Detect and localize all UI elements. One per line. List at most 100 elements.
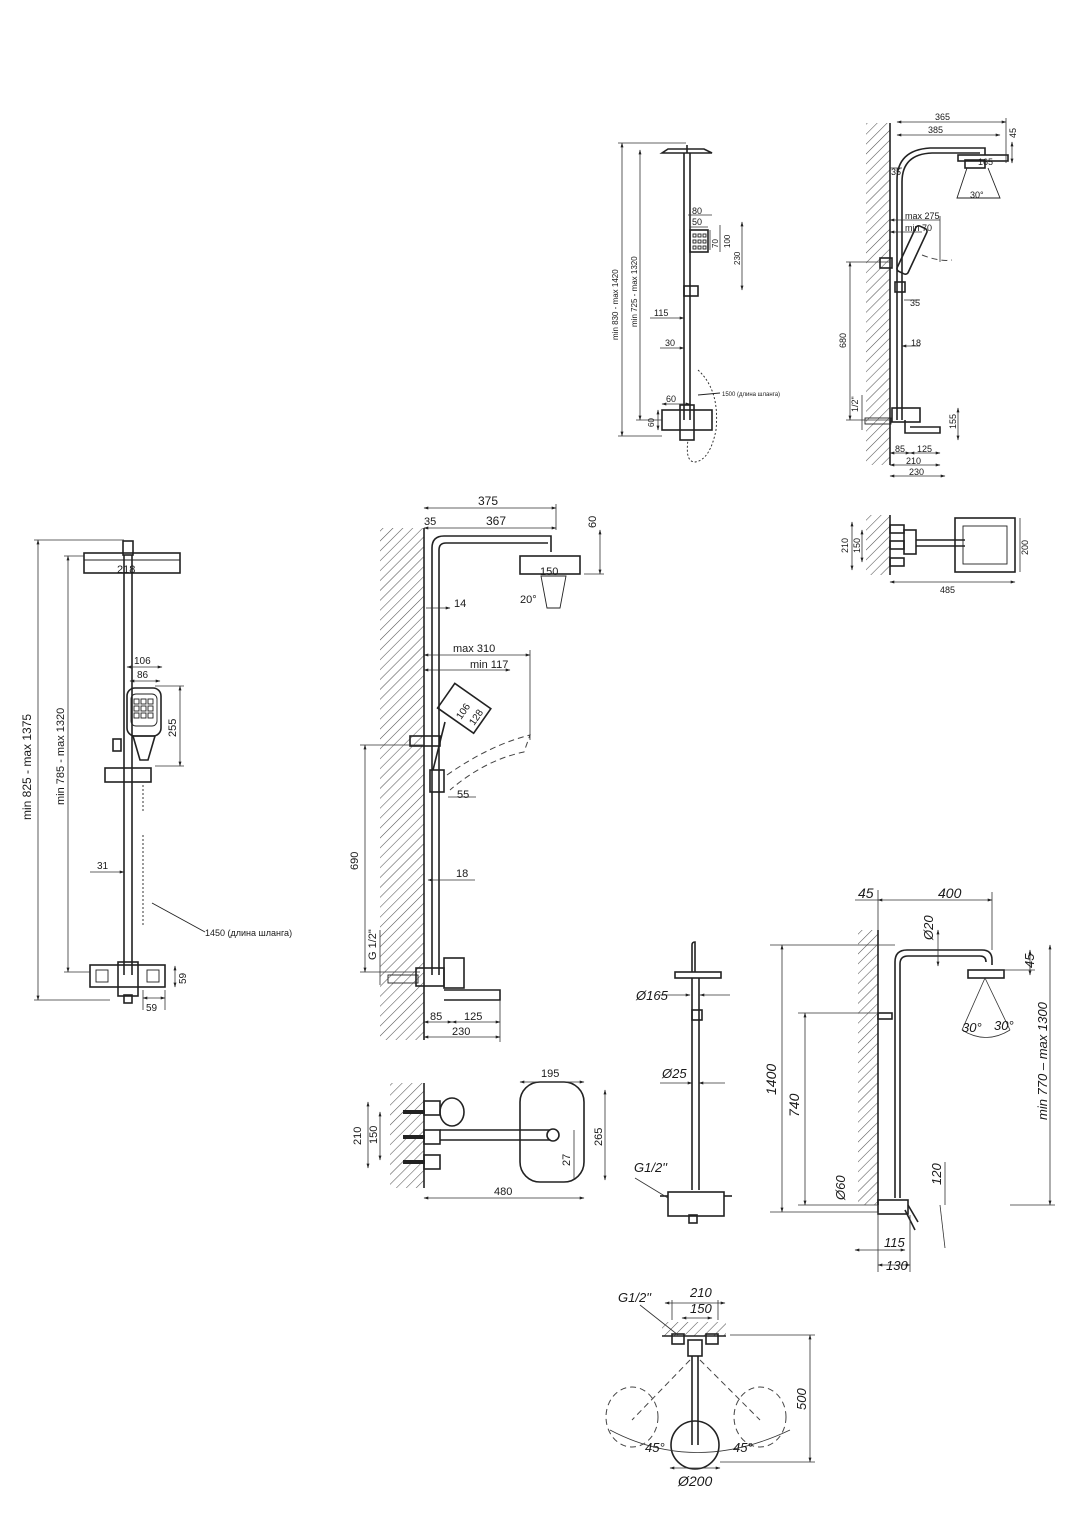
d8-d-20: Ø20 <box>921 915 936 941</box>
drawing-side-view-8: 45 400 Ø20 45 1400 740 min 770 – max 130… <box>763 885 1055 1273</box>
drawing-top-view-9: G1/2'' 210 150 500 45° 45° Ø200 <box>605 1285 815 1489</box>
drawing-side-view-5: 365 385 45 165 35 30° max 275 min 70 35 … <box>838 112 1018 478</box>
d3-h-265: 265 <box>593 1128 605 1146</box>
d2-top-35: 35 <box>424 516 436 528</box>
d4-h-100: 100 <box>723 234 732 248</box>
d9-a1: 45° <box>645 1440 665 1455</box>
d4-overall: min 830 - max 1420 <box>611 269 620 340</box>
d2-h-690: 690 <box>349 852 361 870</box>
d5-max-275: max 275 <box>905 211 940 221</box>
shower-head-top <box>670 1420 720 1470</box>
d6-sq-200: 200 <box>1020 540 1030 555</box>
d3-h-27: 27 <box>561 1154 573 1166</box>
d4-w-60: 60 <box>666 394 676 404</box>
d4-w-80: 80 <box>692 206 702 216</box>
drawing-front-view-1: min 825 - max 1375 min 785 - max 1320 21… <box>20 539 292 1014</box>
d8-h-1400: 1400 <box>763 1064 779 1095</box>
d3-h-210: 210 <box>352 1127 364 1145</box>
d2-pipe: 14 <box>454 598 466 610</box>
hand-shower <box>689 229 709 253</box>
drawing-top-view-6: 210 150 200 485 <box>840 515 1030 595</box>
d8-w-130: 130 <box>886 1258 908 1273</box>
d4-w-30: 30 <box>665 338 675 348</box>
drawing-side-view-2: 375 35 367 60 150 20° 14 max 310 min 117… <box>349 494 604 1042</box>
d8-h-45: 45 <box>1022 953 1037 968</box>
shower-head <box>957 154 1009 162</box>
drawing-front-view-4: min 830 - max 1420 min 725 - max 1320 80… <box>611 142 780 463</box>
d6-h-210: 210 <box>840 538 850 553</box>
d5-v-35: 35 <box>891 167 901 177</box>
d1-hose-label: 1450 (длина шланга) <box>205 928 292 938</box>
d2-head-h: 60 <box>587 516 599 528</box>
d9-h-500: 500 <box>794 1388 809 1410</box>
d5-angle: 30° <box>970 190 984 200</box>
d2-angle: 20° <box>520 594 537 606</box>
overhead-pipe <box>431 535 552 975</box>
d6-h-150: 150 <box>852 538 862 553</box>
shower-head-top <box>519 1081 585 1183</box>
d2-head-d: 150 <box>540 566 558 578</box>
d5-b-210: 210 <box>906 456 921 466</box>
d8-d-60: Ø60 <box>833 1175 848 1201</box>
d9-w-150: 150 <box>690 1301 712 1316</box>
slide-holder <box>104 767 152 783</box>
d2-r-18: 18 <box>456 868 468 880</box>
d5-h-45: 45 <box>1008 128 1018 138</box>
d9-thread: G1/2'' <box>618 1290 652 1305</box>
d8-w-115: 115 <box>884 1235 905 1250</box>
d4-hose: 1500 (длина шланга) <box>722 392 780 398</box>
d8-h-120: 120 <box>929 1163 944 1185</box>
d8-a2: 30° <box>994 1018 1014 1033</box>
d5-h-155: 155 <box>948 414 958 429</box>
overhead-pipe <box>896 147 986 420</box>
d3-h-150: 150 <box>368 1126 380 1144</box>
d8-a1: 30° <box>962 1020 982 1035</box>
d9-a2: 45° <box>733 1440 753 1455</box>
d7-d-25: Ø25 <box>661 1066 687 1081</box>
d1-mix-w-label: 59 <box>146 1003 158 1014</box>
d5-v-35b: 35 <box>910 298 920 308</box>
d1-hand-w1-label: 106 <box>134 656 151 667</box>
d2-thread: G 1/2" <box>367 929 379 960</box>
d5-thread: 1/2" <box>850 396 860 412</box>
d4-w-50: 50 <box>692 217 702 227</box>
d2-top-367: 367 <box>486 514 506 528</box>
d2-b-230: 230 <box>452 1026 470 1038</box>
d1-head-label: 218 <box>117 564 135 576</box>
d1-hand-h-label: 255 <box>167 719 179 737</box>
d5-b-230: 230 <box>909 467 924 477</box>
d4-rail: min 725 - max 1320 <box>630 256 639 327</box>
shower-head <box>659 148 713 154</box>
d2-hand-55: 55 <box>457 789 469 801</box>
d2-b-125: 125 <box>464 1011 482 1023</box>
wall-hatch <box>380 528 424 1040</box>
d5-w-385: 385 <box>928 125 943 135</box>
hand-shower <box>436 682 492 735</box>
d1-rail-label: min 785 - max 1320 <box>55 708 67 805</box>
d7-d-165: Ø165 <box>635 988 669 1003</box>
d5-v-18: 18 <box>911 338 921 348</box>
shower-head <box>674 971 722 979</box>
d1-overall-label: min 825 - max 1375 <box>20 714 34 820</box>
d9-d-200: Ø200 <box>677 1473 712 1489</box>
d7-thread: G1/2'' <box>634 1160 668 1175</box>
d6-w-485: 485 <box>940 585 955 595</box>
drawing-top-view-3: 195 210 150 265 27 480 <box>352 1068 607 1200</box>
shower-head-top <box>954 517 1016 573</box>
mixer-body <box>877 1199 909 1215</box>
d8-range: min 770 – max 1300 <box>1035 1001 1050 1120</box>
d2-top-total: 375 <box>478 494 498 508</box>
shower-head <box>519 555 581 575</box>
drawing-front-view-7: Ø165 Ø25 G1/2'' <box>634 941 732 1224</box>
mixer-body <box>891 407 921 423</box>
d4-h-70: 70 <box>711 239 720 248</box>
d8-w-400: 400 <box>938 885 962 901</box>
d5-w-365: 365 <box>935 112 950 122</box>
d2-min-117: min 117 <box>470 659 508 671</box>
d9-w-210: 210 <box>689 1285 712 1300</box>
d8-w-45: 45 <box>858 885 874 901</box>
mixer-body <box>661 409 713 431</box>
d3-w-480: 480 <box>494 1186 512 1198</box>
d1-mix-h-label: 59 <box>178 972 189 984</box>
